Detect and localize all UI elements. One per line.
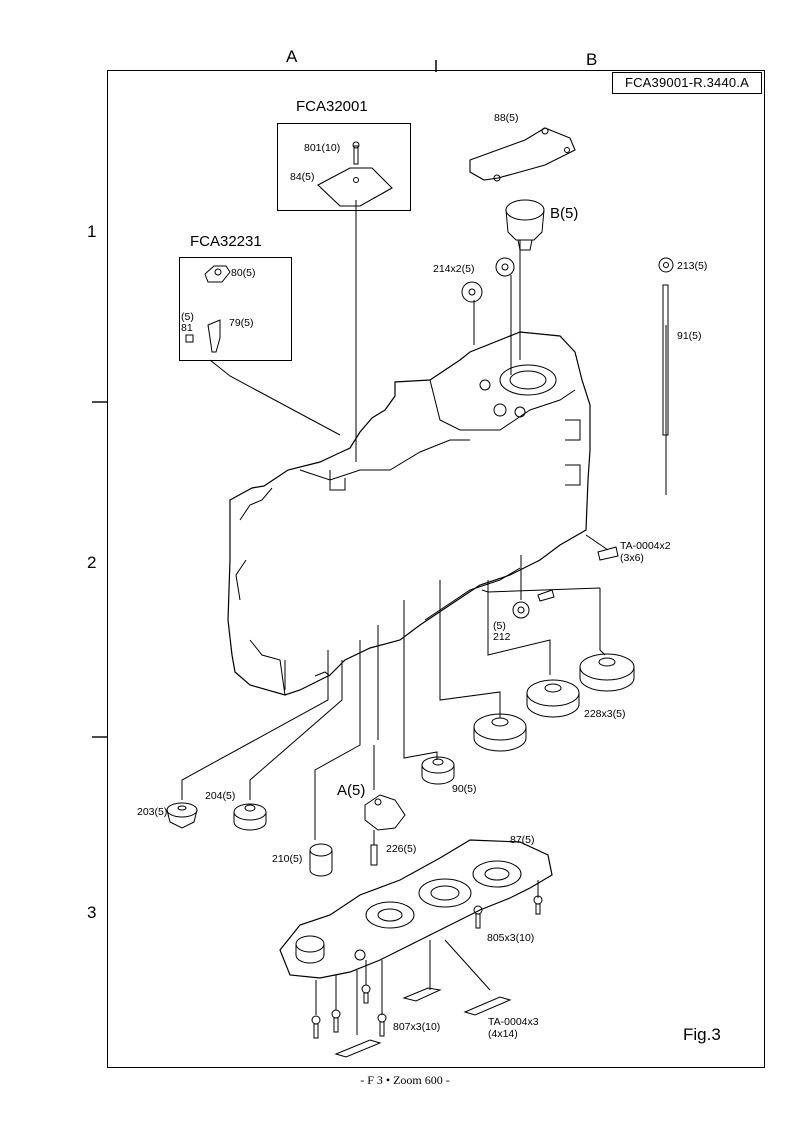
part-label-214: 214x2(5) <box>433 263 475 275</box>
assembly-title-fca32231: FCA32231 <box>190 233 262 250</box>
assembly-box-fca32231 <box>179 257 292 361</box>
drawing-frame <box>107 70 765 1068</box>
row-label-1: 1 <box>87 222 97 241</box>
part-label-212: 212 <box>493 631 511 643</box>
part-label-ta-tape-1: TA-0004x2 <box>620 540 671 552</box>
part-label-81-qty: (5) <box>181 311 194 323</box>
row-label-2: 2 <box>87 553 97 572</box>
part-label-213: 213(5) <box>677 260 708 272</box>
part-label-80: 80(5) <box>231 267 256 279</box>
part-label-90: 90(5) <box>452 783 477 795</box>
part-label-805: 805x3(10) <box>487 932 535 944</box>
part-label-81: 81 <box>181 322 193 334</box>
part-label-87: 87(5) <box>510 834 535 846</box>
column-label-b: B <box>586 50 598 69</box>
column-label-a: A <box>286 47 298 66</box>
part-label-228: 228x3(5) <box>584 708 626 720</box>
part-label-84: 84(5) <box>290 171 315 183</box>
figure-label: Fig.3 <box>683 1025 721 1044</box>
reference-code: FCA39001-R.3440.A <box>612 72 762 94</box>
part-label-ta-tape-2-size: (4x14) <box>488 1028 518 1040</box>
part-label-a: A(5) <box>337 782 366 799</box>
part-label-88: 88(5) <box>494 112 519 124</box>
part-label-ta-tape-1-size: (3x6) <box>620 552 644 564</box>
main-chassis <box>227 331 591 696</box>
part-label-801: 801(10) <box>304 142 341 154</box>
assembly-title-fca32001: FCA32001 <box>296 98 368 115</box>
part-label-ta-tape-2: TA-0004x3 <box>488 1016 539 1028</box>
part-label-91: 91(5) <box>677 330 702 342</box>
part-label-b: B(5) <box>550 205 579 222</box>
part-label-210: 210(5) <box>272 853 303 865</box>
part-label-203: 203(5) <box>137 806 168 818</box>
part-label-204: 204(5) <box>205 790 236 802</box>
part-label-212-qty: (5) <box>493 620 506 632</box>
part-label-807: 807x3(10) <box>393 1021 441 1033</box>
page-footer: - F 3 • Zoom 600 - <box>360 1073 450 1087</box>
row-label-3: 3 <box>87 903 97 922</box>
part-label-79: 79(5) <box>229 317 254 329</box>
bottom-plate <box>279 839 553 979</box>
assembly-box-fca32001 <box>277 123 411 211</box>
part-label-226: 226(5) <box>386 843 417 855</box>
